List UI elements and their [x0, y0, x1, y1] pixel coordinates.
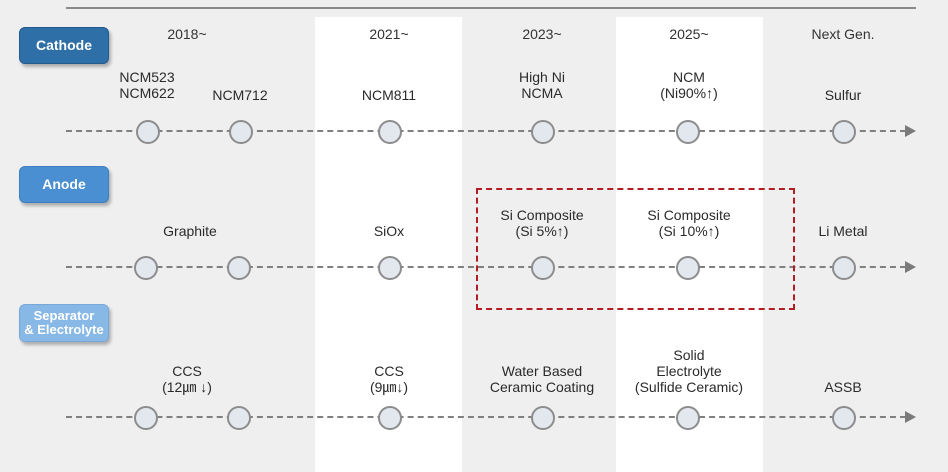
separator-label-assb: ASSB [824, 379, 862, 395]
separator-node [832, 406, 856, 430]
period-label-2021: 2021~ [369, 26, 409, 42]
period-band-2021 [315, 17, 462, 472]
cathode-node [832, 120, 856, 144]
cathode-label-ncm-ni90: NCM (Ni90%↑) [660, 69, 718, 101]
separator-timeline [66, 416, 906, 418]
top-divider [66, 7, 916, 9]
separator-label-ccs-9: CCS (9㎛↓) [369, 363, 409, 395]
anode-label-siox: SiOx [373, 223, 405, 239]
anode-label-graphite: Graphite [163, 223, 217, 239]
anode-node [832, 256, 856, 280]
cathode-arrow-head [905, 125, 916, 137]
separator-label-water-based: Water Based Ceramic Coating [489, 363, 595, 395]
separator-label-ccs-12: CCS (12㎛ ↓) [162, 363, 212, 395]
cathode-label-sulfur: Sulfur [824, 87, 862, 103]
cathode-node [676, 120, 700, 144]
period-label-2023: 2023~ [522, 26, 562, 42]
period-label-2025: 2025~ [669, 26, 709, 42]
separator-node [531, 406, 555, 430]
anode-label-si-composite-5: Si Composite (Si 5%↑) [500, 207, 584, 239]
cathode-timeline [66, 130, 906, 132]
period-band-2025 [616, 17, 763, 472]
separator-node [378, 406, 402, 430]
separator-arrow-head [905, 411, 916, 423]
category-anode-badge: Anode [19, 166, 109, 203]
anode-arrow-head [905, 261, 916, 273]
separator-node [134, 406, 158, 430]
highlight-box-si-composite [476, 188, 795, 310]
cathode-label-ncm523-ncm622: NCM523 NCM622 [119, 69, 175, 101]
cathode-label-ncm811: NCM811 [361, 87, 417, 103]
cathode-node [378, 120, 402, 144]
cathode-node [531, 120, 555, 144]
cathode-label-ncm712: NCM712 [212, 87, 268, 103]
cathode-label-high-ni-ncma: High Ni NCMA [519, 69, 565, 101]
separator-node [676, 406, 700, 430]
cathode-node [229, 120, 253, 144]
separator-node [227, 406, 251, 430]
anode-label-si-composite-10: Si Composite (Si 10%↑) [647, 207, 731, 239]
separator-label-solid-electrolyte: Solid Electrolyte (Sulfide Ceramic) [634, 347, 744, 395]
period-label-2018: 2018~ [167, 26, 207, 42]
anode-node [227, 256, 251, 280]
anode-node [134, 256, 158, 280]
category-separator-badge: Separator & Electrolyte [19, 304, 109, 342]
anode-node [531, 256, 555, 280]
period-label-next-gen: Next Gen. [811, 26, 875, 42]
anode-node [676, 256, 700, 280]
cathode-node [136, 120, 160, 144]
anode-label-li-metal: Li Metal [818, 223, 868, 239]
category-cathode-badge: Cathode [19, 27, 109, 64]
anode-node [378, 256, 402, 280]
anode-timeline [66, 266, 906, 268]
